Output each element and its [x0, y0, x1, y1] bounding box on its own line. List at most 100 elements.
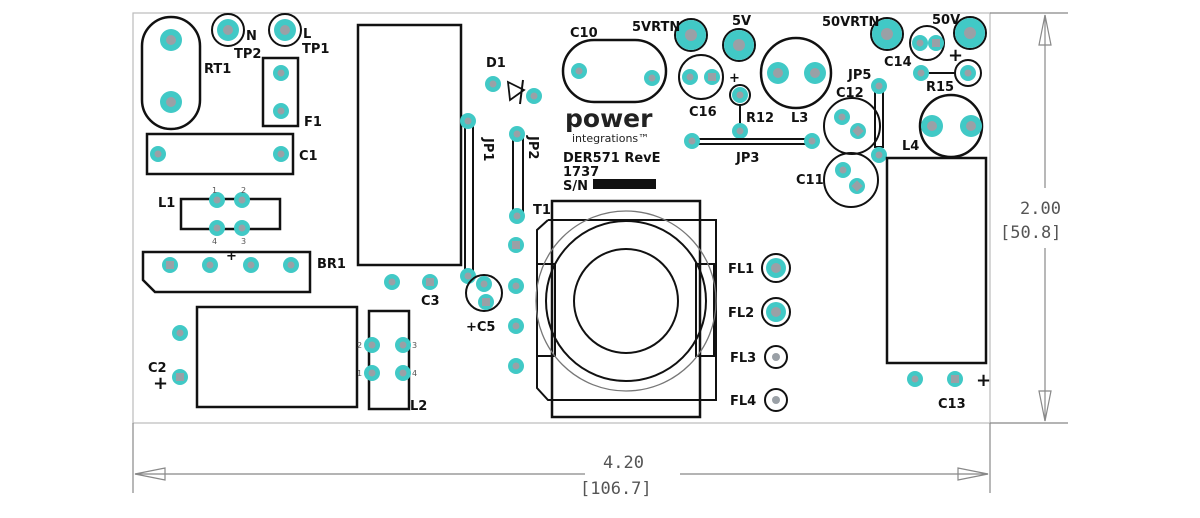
- label-t1: T1: [533, 203, 551, 218]
- width-mm: [106.7]: [580, 479, 652, 499]
- l4-inductor: [918, 93, 984, 159]
- width-dimension: [132, 423, 991, 493]
- power-integrations-logo: power integrations™: [565, 104, 653, 145]
- serial-number-box: [593, 179, 656, 189]
- c5-capacitor: [465, 274, 503, 312]
- c14-capacitor: [909, 25, 945, 61]
- c11-capacitor: [823, 152, 879, 208]
- label-l3: L3: [791, 111, 808, 126]
- label-jp1: JP1: [480, 137, 495, 161]
- 50v-terminal: [953, 16, 987, 50]
- label-c11: C11: [796, 173, 824, 188]
- c13-capacitor: [885, 156, 988, 387]
- 50vrtn-terminal: [870, 17, 904, 51]
- label-jp2: JP2: [525, 135, 540, 159]
- logo-line2: integrations™: [572, 132, 649, 145]
- width-inches: 4.20: [603, 453, 644, 473]
- l1-pin3: 3: [241, 237, 246, 246]
- board-serial-label: S/N: [563, 179, 588, 194]
- height-mm: [50.8]: [1000, 223, 1061, 243]
- label-rt1: RT1: [204, 62, 231, 77]
- fl4-flyinglead: [764, 388, 788, 412]
- label-tp2: TP2: [234, 47, 261, 62]
- l2-inductor: 2 3 1 4: [357, 309, 417, 411]
- label-l1: L1: [158, 196, 175, 211]
- t1-transformer: [535, 199, 717, 419]
- br1-bridge: [141, 250, 312, 294]
- jp2-jumper: [509, 126, 525, 224]
- height-dimension: [990, 12, 1068, 424]
- c13-plus: +: [976, 370, 991, 391]
- fl2-flyinglead: [761, 297, 791, 327]
- c1-capacitor: [145, 132, 295, 176]
- label-l4: L4: [902, 139, 919, 154]
- label-fl3: FL3: [730, 351, 756, 366]
- label-c12: C12: [836, 86, 864, 101]
- tp1-testpoint: [268, 13, 302, 47]
- label-c1: C1: [299, 149, 318, 164]
- label-5vrtn: 5VRTN: [632, 20, 680, 35]
- label-c10: C10: [570, 26, 598, 41]
- c14-plus: +: [948, 45, 963, 66]
- label-50vrtn: 50VRTN: [822, 15, 879, 30]
- label-d1: D1: [486, 56, 506, 71]
- t1-primary-pads: [508, 237, 524, 374]
- label-jp3: JP3: [735, 151, 759, 166]
- board-outline: [132, 12, 991, 424]
- c16-capacitor: [678, 54, 724, 100]
- board-date: 1737: [563, 165, 599, 180]
- label-br1: BR1: [317, 257, 346, 272]
- r15-resistor: [913, 59, 982, 87]
- label-f1: F1: [304, 115, 322, 130]
- jp3-jumper: [684, 133, 820, 149]
- fl1-flyinglead: [761, 253, 791, 283]
- l1-pin2: 2: [241, 186, 246, 195]
- d1-diode: [485, 76, 542, 105]
- l2-pin3: 3: [412, 341, 417, 350]
- label-r15: R15: [926, 80, 954, 95]
- l1-inductor: 1 2 4 3: [179, 186, 282, 246]
- label-l2: L2: [410, 399, 427, 414]
- l1-pin1: 1: [212, 186, 217, 195]
- c16-plus: +: [729, 71, 740, 86]
- label-5v: 5V: [732, 14, 751, 29]
- label-c16: C16: [689, 105, 717, 120]
- c2-plus: +: [153, 373, 168, 394]
- label-l: L: [303, 27, 311, 42]
- c2-capacitor: [172, 305, 359, 409]
- f1-fuse: [261, 56, 300, 128]
- c12-capacitor: [823, 97, 881, 155]
- 5v-terminal: [722, 28, 756, 62]
- label-fl4: FL4: [730, 394, 756, 409]
- jp5-jumper: [871, 78, 887, 163]
- r12-resistor: [729, 84, 751, 139]
- label-jp5: JP5: [847, 68, 871, 83]
- l2-pin1: 1: [357, 369, 362, 378]
- label-c5: +C5: [466, 320, 495, 335]
- 5vrtn-terminal: [674, 18, 708, 52]
- c3-capacitor: [384, 274, 438, 290]
- label-n: N: [246, 29, 257, 44]
- jp1-jumper: [356, 23, 476, 284]
- fl3-flyinglead: [764, 345, 788, 369]
- label-tp1: TP1: [302, 42, 329, 57]
- l3-inductor: [759, 36, 833, 110]
- label-c2: C2: [148, 361, 167, 376]
- label-c14: C14: [884, 55, 912, 70]
- l2-pin4: 4: [412, 369, 417, 378]
- l2-pin2: 2: [357, 341, 362, 350]
- rt1-thermistor: [140, 15, 202, 131]
- label-c13: C13: [938, 397, 966, 412]
- br1-plus: +: [226, 249, 237, 264]
- label-50v: 50V: [932, 13, 960, 28]
- logo-line1: power: [565, 104, 653, 133]
- board-model: DER571 RevE: [563, 151, 661, 166]
- l1-pin4: 4: [212, 237, 217, 246]
- label-c3: C3: [421, 294, 440, 309]
- tp2-testpoint: [211, 13, 245, 47]
- c10-capacitor: [561, 38, 668, 104]
- label-fl2: FL2: [728, 306, 754, 321]
- label-fl1: FL1: [728, 262, 754, 277]
- height-inches: 2.00: [1020, 199, 1061, 219]
